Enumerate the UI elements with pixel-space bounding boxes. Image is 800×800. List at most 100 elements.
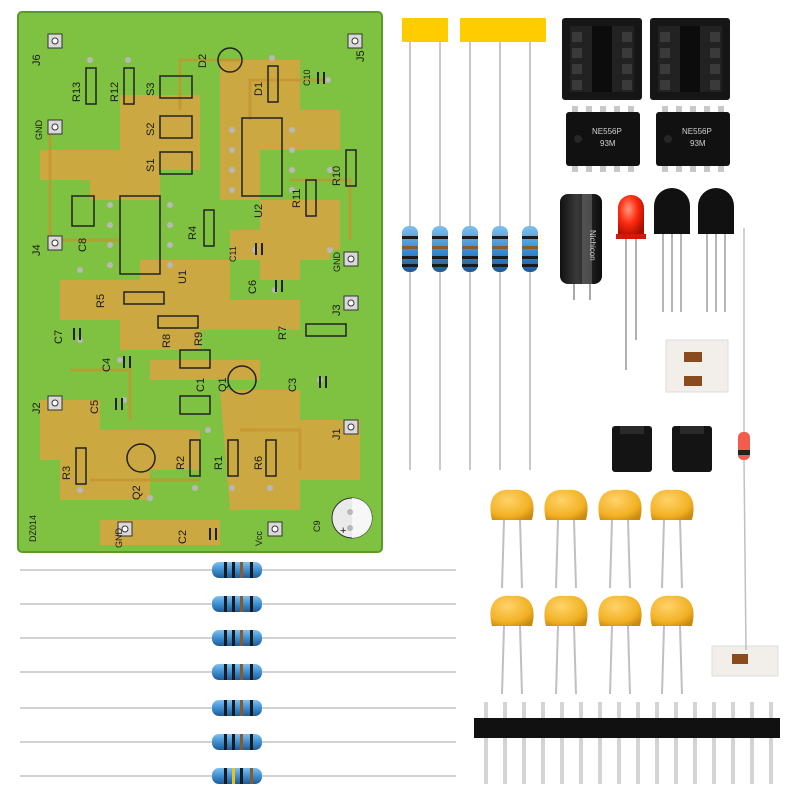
label-c6: C6 (247, 280, 259, 294)
ne556-chips: NE556P 93M NE556P 93M (566, 106, 730, 172)
diode (738, 228, 750, 651)
header-pin (522, 702, 526, 784)
header-pin (541, 702, 545, 784)
header-pin (598, 702, 602, 784)
label-j3: J3 (331, 304, 343, 316)
vertical-resistor (492, 226, 508, 272)
label-r13: R13 (71, 82, 83, 102)
electrolytic-capacitor: Nichicon (560, 194, 602, 300)
label-gnd-top: GND (34, 120, 44, 141)
header-pin (655, 702, 659, 784)
label-j1: J1 (331, 428, 343, 440)
ceramic-capacitor (544, 595, 588, 695)
header-pin (560, 702, 564, 784)
label-c9: C9 (312, 520, 322, 532)
label-q1: Q1 (217, 377, 229, 392)
label-r9: R9 (193, 332, 205, 346)
ceramic-capacitor (490, 489, 534, 589)
header-pin (674, 702, 678, 784)
resistor-tape-strip (402, 18, 546, 470)
label-gnd-right: GND (332, 252, 342, 273)
label-vcc: Vcc (254, 530, 264, 546)
label-c5: C5 (89, 400, 101, 414)
horizontal-resistor (212, 630, 262, 646)
label-c11: C11 (228, 246, 238, 262)
label-u1: U1 (177, 270, 189, 284)
label-r10: R10 (331, 166, 343, 186)
capacitor-marking: Nichicon (588, 230, 597, 261)
label-s1: S1 (145, 159, 157, 172)
pcb-silkscreen: J6 J5 GND J4 GND J3 J2 J1 GND Vcc DZ014 … (28, 50, 367, 548)
label-c3: C3 (287, 378, 299, 392)
chip-1-marking: NE556P (592, 127, 622, 136)
label-c10: C10 (302, 69, 312, 86)
horizontal-resistor (212, 700, 262, 716)
vertical-resistor (432, 226, 448, 272)
ic-sockets (562, 18, 730, 100)
label-r1: R1 (213, 456, 225, 470)
label-c7: C7 (53, 330, 65, 344)
pcb-pads (47, 33, 363, 537)
label-j4: J4 (31, 244, 43, 256)
header-pin (731, 702, 735, 784)
label-gnd-bottom: GND (114, 528, 124, 549)
label-c8: C8 (77, 238, 89, 252)
header-pin (484, 702, 488, 784)
label-d1: D1 (253, 82, 265, 96)
vertical-resistor (522, 226, 538, 272)
horizontal-resistors (20, 562, 456, 784)
ceramic-capacitor (598, 595, 642, 695)
header-pin (769, 702, 773, 784)
label-c2: C2 (177, 530, 189, 544)
horizontal-resistor (212, 596, 262, 612)
header-pin (750, 702, 754, 784)
label-s2: S2 (145, 123, 157, 136)
label-r12: R12 (109, 82, 121, 102)
vertical-resistor (462, 226, 478, 272)
label-r5: R5 (95, 294, 107, 308)
label-s3: S3 (145, 83, 157, 96)
ceramic-capacitor (650, 489, 694, 589)
label-j6: J6 (31, 54, 43, 66)
vertical-resistor (402, 226, 418, 272)
ceramic-capacitor (544, 489, 588, 589)
header-pin (617, 702, 621, 784)
label-r6: R6 (253, 456, 265, 470)
label-r3: R3 (61, 466, 73, 480)
label-board-id: DZ014 (28, 515, 38, 542)
c9-footprint (331, 497, 373, 539)
horizontal-resistor (212, 664, 262, 680)
chip-2-marking: NE556P (682, 127, 712, 136)
label-u2: U2 (253, 204, 265, 218)
jumper-caps (612, 426, 712, 472)
label-d2: D2 (197, 54, 209, 68)
chip-2-sub: 93M (690, 139, 706, 148)
label-j5: J5 (355, 50, 367, 62)
label-r11: R11 (291, 189, 303, 208)
ceramic-capacitor (598, 489, 642, 589)
label-j2: J2 (31, 402, 43, 414)
label-q2: Q2 (131, 485, 143, 500)
label-r2: R2 (175, 456, 187, 470)
horizontal-resistor (212, 734, 262, 750)
label-c9-sign: + (340, 525, 346, 537)
label-c1: C1 (195, 378, 207, 392)
header-pin (712, 702, 716, 784)
label-r8: R8 (161, 334, 173, 348)
white-tape-parts (665, 339, 779, 677)
red-led (616, 195, 646, 370)
label-c4: C4 (101, 358, 113, 372)
ceramic-capacitor (650, 595, 694, 695)
ceramic-capacitors (490, 489, 694, 695)
horizontal-resistor (212, 562, 262, 578)
header-pin (636, 702, 640, 784)
label-r7: R7 (277, 326, 289, 340)
pcb-board: J6 J5 GND J4 GND J3 J2 J1 GND Vcc DZ014 … (17, 11, 383, 553)
header-pin (579, 702, 583, 784)
ceramic-capacitor (490, 595, 534, 695)
header-pin (503, 702, 507, 784)
header-pin (693, 702, 697, 784)
chip-1-sub: 93M (600, 139, 616, 148)
label-r4: R4 (187, 226, 199, 240)
